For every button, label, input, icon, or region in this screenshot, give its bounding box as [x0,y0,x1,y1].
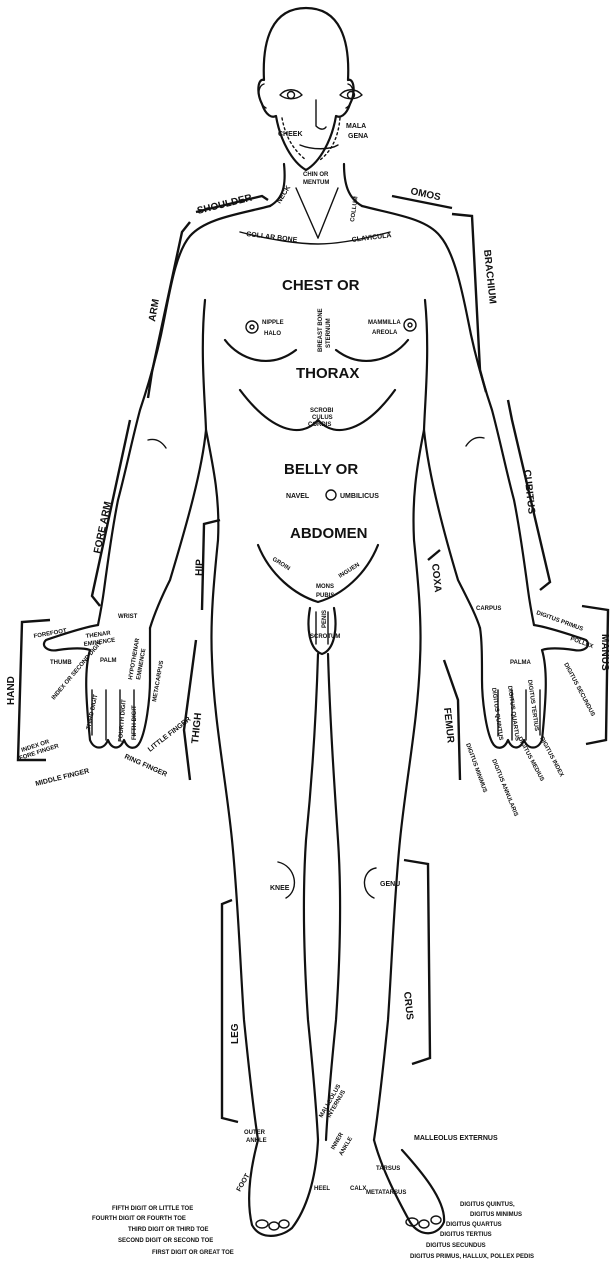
label-metatarsus: METATARSUS [366,1190,406,1196]
label-arm: ARM [147,298,162,322]
label-neck: NECK [276,185,292,206]
label-thorax: THORAX [296,365,359,382]
label-halo: HALO [264,331,281,337]
label-outer: OUTER [244,1130,266,1136]
label-hip: HIP [194,559,206,576]
label-digitus-quintus: DIGITUS QUINTUS [490,687,503,740]
label-heel: HEEL [314,1186,330,1192]
torso-labels: CHEST OR THORAX NIPPLE HALO BREAST BONE … [262,277,401,640]
label-wrist: WRIST [118,614,138,620]
label-cubitus: CUBITUS [521,469,537,515]
label-digitus-minimus: DIGITUS MINIMUS [464,743,487,794]
label-toe-second: SECOND DIGIT OR SECOND TOE [118,1238,213,1244]
label-thumb: THUMB [50,660,72,666]
label-middle-finger: MIDDLE FINGER [35,768,90,788]
right-side-labels: ARM FORE ARM WRIST HAND FOREFOOT THENAR … [6,298,354,1193]
label-mammilla: MAMMILLA [368,320,401,326]
label-mala: MALA [346,123,366,130]
label-toe-fifth: FIFTH DIGIT OR LITTLE TOE [112,1206,193,1212]
label-digitus-secundus-pedis: DIGITUS SECUNDUS [426,1243,486,1249]
label-chest: CHEST OR [282,277,360,294]
label-digitus-annularis: DIGITUS ANNULARIS [490,759,518,818]
body-outline [44,8,588,1236]
label-metacarpus: METACARPUS [152,660,165,702]
label-crus: CRUS [401,991,415,1021]
label-digitus-tertius: DIGITUS TERTIUS [526,679,539,731]
label-cheek: CHEEK [278,131,303,138]
label-scrobiculus-3: CORDIS [308,422,331,428]
label-clavicula: CLAVICULA [351,232,391,244]
label-ankle: ANKLE [246,1138,267,1144]
label-navel: NAVEL [286,493,310,500]
label-groin: GROIN [271,557,291,573]
label-fifth-digit: FIFTH DIGIT [132,705,138,740]
label-genu: GENU [380,881,400,888]
label-digitus-quintus-pedis: DIGITUS QUINTUS, [460,1202,515,1208]
label-scrotum: SCROTUM [310,634,340,640]
label-calx: CALX [350,1186,366,1192]
head-labels: CHEEK MALA GENA CHIN OR MENTUM NECK COLL… [196,123,442,244]
label-pubis: PUBIS [316,593,334,599]
label-digitus-primus-pedis: DIGITUS PRIMUS, HALLUX, POLLEX PEDIS [410,1254,534,1260]
label-mentum: MENTUM [303,180,329,186]
label-femur: FEMUR [441,707,456,744]
label-manus: MANUS [599,634,610,671]
label-digitus-minimus-pedis: DIGITUS MINIMUS [470,1212,522,1218]
label-areola: AREOLA [372,330,398,336]
label-shoulder: SHOULDER [196,192,254,216]
label-malleolus-externus: MALLEOLUS EXTERNUS [414,1135,498,1142]
label-scrobiculus-2: CULUS [312,415,333,421]
label-coxa: COXA [429,563,443,593]
label-leg: LEG [230,1023,241,1044]
label-toe-fourth: FOURTH DIGIT OR FOURTH TOE [92,1216,186,1222]
label-collar-bone: COLLAR BONE [246,231,298,244]
toe-labels: FIFTH DIGIT OR LITTLE TOE FOURTH DIGIT O… [92,1202,534,1260]
label-collum: COLLUM [350,196,360,222]
label-tarsus: TARSUS [376,1166,400,1172]
label-digitus-secundus: DIGITUS SECUNDUS [562,662,595,718]
label-belly: BELLY OR [284,461,358,478]
label-thigh: THIGH [190,712,204,744]
label-penis: PENIS [322,610,328,628]
label-sternum: STERNUM [326,318,332,348]
label-brachium: BRACHIUM [481,249,498,304]
label-palm: PALM [100,658,117,664]
label-toe-first: FIRST DIGIT OR GREAT TOE [152,1250,234,1256]
label-ring-finger: RING FINGER [123,753,168,778]
label-umbilicus: UMBILICUS [340,493,379,500]
label-scrobiculus-1: SCROBI [310,408,334,414]
label-digitus-tertius-pedis: DIGITUS TERTIUS [440,1232,492,1238]
label-abdomen: ABDOMEN [290,525,368,542]
label-digitus-index: DIGITUS INDEX [538,736,564,778]
label-gena: GENA [348,133,368,140]
label-digitus-quartus: DIGITUS QUARTUS [506,685,520,741]
label-chin: CHIN OR [303,172,329,178]
left-side-labels: BRACHIUM CUBITUS CARPUS MANUS DIGITUS PR… [319,249,610,1196]
label-carpus: CARPUS [476,606,501,612]
label-breast-bone: BREAST BONE [318,308,324,352]
label-nipple: NIPPLE [262,320,284,326]
label-digitus-quartus-pedis: DIGITUS QUARTUS [446,1222,502,1228]
label-toe-third: THIRD DIGIT OR THIRD TOE [128,1227,209,1233]
label-mons: MONS [316,584,334,590]
label-knee: KNEE [270,885,290,892]
label-palma: PALMA [510,660,532,666]
label-hand: HAND [6,676,17,705]
label-digitus-primus: DIGITUS PRIMUS [535,610,583,633]
